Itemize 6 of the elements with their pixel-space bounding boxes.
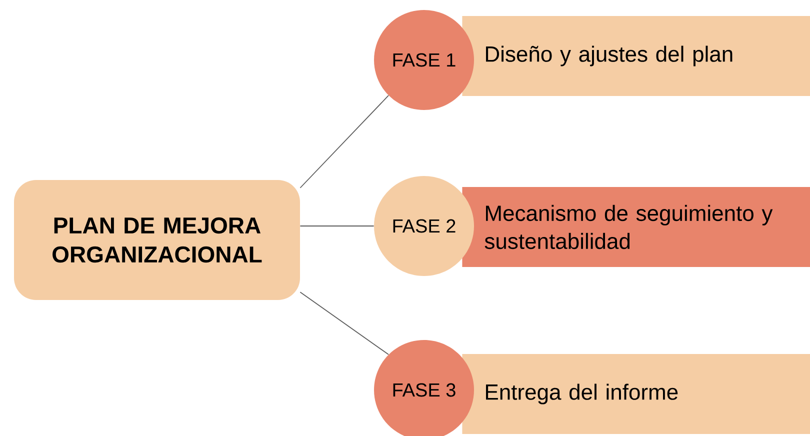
connector-line	[300, 95, 389, 188]
title-box: PLAN DE MEJORA ORGANIZACIONAL	[14, 180, 300, 300]
phase-band: Diseño y ajustes del plan	[462, 16, 810, 96]
phase-band: Entrega del informe	[462, 354, 810, 434]
phase-band: Mecanismo de seguimiento y sustentabilidad	[462, 187, 810, 267]
connector-line	[300, 292, 389, 355]
